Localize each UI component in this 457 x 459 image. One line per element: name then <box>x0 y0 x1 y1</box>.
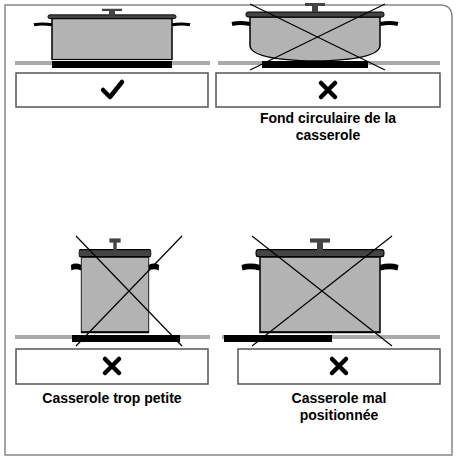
result-box <box>216 73 440 107</box>
small-pot <box>15 236 210 346</box>
check-symbol <box>103 82 122 97</box>
result-box <box>16 349 208 384</box>
result-box <box>238 349 440 384</box>
result-box <box>16 73 208 107</box>
offset-pot <box>222 236 440 346</box>
correct-pot <box>15 9 210 68</box>
cross-symbol <box>321 83 335 97</box>
cross-symbol <box>105 359 119 373</box>
caption-label: Casserole trop petite <box>16 390 208 407</box>
cross-symbol <box>332 359 346 373</box>
panel-border <box>5 5 452 455</box>
caption-label: Fond circulaire de la casserole <box>243 110 413 144</box>
round-bottom-pot <box>218 3 440 70</box>
caption-label: Casserole mal positionnée <box>269 390 409 424</box>
